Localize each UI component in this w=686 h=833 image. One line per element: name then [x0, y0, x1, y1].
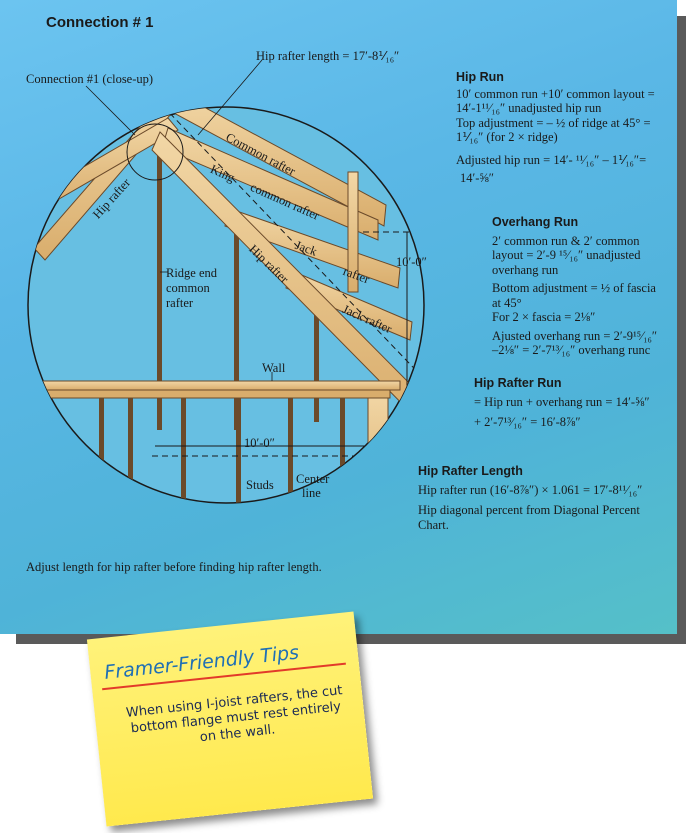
overhang-run-section: Overhang Run 2′ common run & 2′ common l…: [492, 215, 677, 358]
label-wall: Wall: [262, 361, 286, 375]
hip-rafter-length-line: Hip diagonal percent from Diagonal Perce…: [418, 503, 640, 517]
stud: [288, 398, 293, 503]
stud: [99, 398, 104, 503]
hip-rafter-run-line: + 2′-7¹³⁄₁₆″ = 16′-8⅞″: [474, 415, 581, 429]
overhang-run-line: 2′ common run & 2′ common: [492, 233, 640, 248]
tips-sticky-note: Framer-Friendly Tips When using I-joist …: [86, 611, 374, 827]
overhang-run-line: layout = 2′-9 ¹⁵⁄₁₆″ unadjusted: [492, 248, 641, 262]
label-center: Center: [296, 472, 330, 486]
overhang-run-line: For 2 × fascia = 2⅛″: [492, 310, 596, 324]
stud: [340, 398, 345, 503]
label-ridge-end: Ridge end: [166, 266, 218, 280]
label-studs: Studs: [246, 478, 274, 492]
hip-run-line: 1⅟₁₆″ (for 2 × ridge): [456, 130, 558, 144]
hip-run-line: 14′-⅝″: [460, 171, 494, 185]
hip-rafter-length-heading: Hip Rafter Length: [418, 464, 523, 478]
label-ten-foot-vertical: 10′-0″: [396, 255, 427, 269]
overhang-run-heading: Overhang Run: [492, 215, 579, 229]
hip-run-line: 14′-1¹¹⁄₁₆″ unadjusted hip run: [456, 101, 602, 115]
wall-plate: [28, 389, 391, 399]
page-title: Connection # 1: [46, 14, 154, 31]
hip-run-line: 10′ common run +10′ common layout =: [456, 86, 655, 101]
tips-body: When using I-joist rafters, the cut bott…: [125, 683, 344, 746]
illustration-panel: Connection # 1 Hip rafter length = 17′-8…: [0, 0, 677, 634]
stud: [181, 398, 186, 503]
hip-rafter-length-line: Hip rafter run (16′-8⅞″) × 1.061 = 17′-8…: [418, 482, 643, 497]
hip-rafter-run-line: = Hip run + overhang run = 14′-⅝″: [474, 394, 650, 409]
overhang-run-line: overhang run: [492, 262, 559, 277]
hip-rafter-run-heading: Hip Rafter Run: [474, 376, 562, 390]
leader-hip-length: [197, 59, 263, 136]
ridge-board: [347, 171, 359, 293]
overhang-run-line: at 45°: [492, 295, 522, 310]
label-hip-rafter-length: Hip rafter length = 17′-8⅟₁₆″: [256, 49, 400, 63]
label-ridge-common: common: [166, 281, 210, 295]
hip-run-heading: Hip Run: [456, 70, 504, 84]
overhang-run-line: Bottom adjustment = ½ of fascia: [492, 281, 656, 295]
caption: Adjust length for hip rafter before find…: [26, 560, 322, 574]
wall-top-plate: [28, 380, 401, 391]
stud: [236, 398, 241, 503]
hip-run-section: Hip Run 10′ common run +10′ common layou…: [456, 70, 674, 186]
stud: [128, 398, 133, 503]
label-connection-closeup: Connection #1 (close-up): [26, 72, 154, 86]
stud-post: [314, 292, 319, 422]
leader-closeup: [85, 85, 136, 136]
hip-diagonal-dashed: [162, 107, 424, 386]
hip-run-line: Adjusted hip run = 14′- ¹¹⁄₁₆″ – 1⅟₁₆″=: [456, 152, 647, 167]
hip-rafter-length-section: Hip Rafter Length Hip rafter run (16′-8⅞…: [418, 464, 676, 532]
overhang-run-line: –2⅛″ = 2′-7¹³⁄₁₆″ overhang runc: [492, 343, 651, 357]
stud-post: [234, 215, 239, 430]
hip-rafter-run-section: Hip Rafter Run = Hip run + overhang run …: [474, 376, 674, 430]
hip-run-line: Top adjustment = – ½ of ridge at 45° =: [456, 115, 651, 130]
roof-framing-diagram: [27, 59, 425, 504]
overhang-run-line: Ajusted overhang run = 2′-9¹⁵⁄₁₆″: [492, 328, 658, 343]
label-ridge-rafter: rafter: [166, 296, 194, 310]
corner-post: [367, 391, 389, 503]
ridge-end-post: [157, 140, 162, 430]
label-line: line: [302, 486, 321, 500]
label-ten-foot-horizontal: 10′-0″: [244, 436, 275, 450]
common-rafter: [171, 107, 387, 227]
closeup-circle: [126, 123, 184, 181]
hip-rafter-length-line: Chart.: [418, 517, 449, 532]
